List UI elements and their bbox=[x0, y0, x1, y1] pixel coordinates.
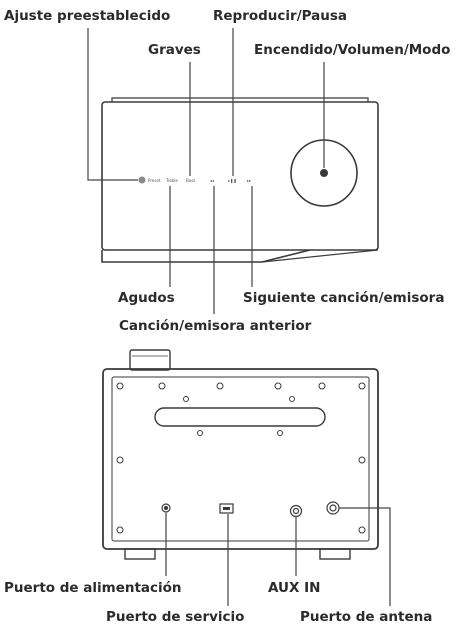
preset-button-dot bbox=[138, 176, 146, 184]
screw bbox=[277, 430, 283, 436]
screw bbox=[274, 382, 282, 390]
screw bbox=[158, 382, 166, 390]
front-base-edge bbox=[261, 249, 379, 263]
screw bbox=[289, 396, 295, 402]
power-port-pin bbox=[163, 505, 169, 511]
screw bbox=[318, 382, 326, 390]
callout-service-port: Puerto de servicio bbox=[106, 609, 245, 625]
front-base bbox=[101, 249, 311, 263]
back-body bbox=[102, 368, 379, 550]
screw bbox=[116, 526, 124, 534]
back-leader-lines bbox=[165, 507, 391, 606]
callout-treble: Agudos bbox=[118, 290, 175, 306]
callout-next: Siguiente canción/emisora bbox=[243, 290, 445, 306]
power-port bbox=[161, 503, 171, 513]
screw bbox=[197, 430, 203, 436]
screw bbox=[358, 382, 366, 390]
front-leader-lines bbox=[87, 28, 325, 314]
volume-knob-indicator bbox=[320, 169, 328, 177]
rear-ports bbox=[161, 501, 340, 518]
screw bbox=[358, 456, 366, 464]
antenna-port-inner bbox=[329, 504, 337, 512]
callout-aux-in: AUX IN bbox=[268, 580, 321, 596]
screw bbox=[183, 396, 189, 402]
back-screws bbox=[116, 382, 366, 534]
antenna-port bbox=[326, 501, 340, 515]
back-foot-right bbox=[319, 548, 351, 560]
antenna-port-leader bbox=[339, 507, 391, 606]
back-foot-left bbox=[124, 548, 156, 560]
front-body bbox=[101, 101, 379, 251]
panel-marking-next: ▸▸ bbox=[247, 178, 251, 183]
front-top-cap bbox=[111, 97, 369, 102]
callout-play-pause: Reproducir/Pausa bbox=[213, 8, 348, 24]
service-port-slot bbox=[223, 507, 230, 510]
preset-leader bbox=[87, 28, 138, 181]
callout-previous: Canción/emisora anterior bbox=[119, 318, 312, 334]
callout-preset: Ajuste preestablecido bbox=[4, 8, 171, 24]
panel-marking-preset: Preset bbox=[148, 178, 161, 183]
back-panel bbox=[111, 376, 370, 542]
callout-bass: Graves bbox=[148, 42, 201, 58]
top-handle bbox=[129, 349, 171, 371]
panel-marking-play-pause: ▸❚❚ bbox=[228, 178, 237, 183]
callout-power-volume-mode: Encendido/Volumen/Modo bbox=[254, 42, 451, 58]
aux-in-port bbox=[289, 504, 303, 518]
panel-marking-previous: ◂◂ bbox=[210, 178, 214, 183]
screw bbox=[216, 382, 224, 390]
screw bbox=[116, 456, 124, 464]
panel-marking-treble: Treble bbox=[165, 178, 179, 183]
service-port bbox=[219, 503, 234, 514]
screw bbox=[358, 526, 366, 534]
front-view bbox=[101, 97, 379, 263]
panel-marking-bass: Bass bbox=[186, 178, 195, 183]
vent-slot bbox=[154, 407, 326, 427]
callout-power-port: Puerto de alimentación bbox=[4, 580, 182, 596]
callout-antenna-port: Puerto de antena bbox=[300, 609, 433, 625]
back-view bbox=[102, 349, 379, 560]
screw bbox=[116, 382, 124, 390]
aux-in-port-inner bbox=[292, 507, 300, 515]
